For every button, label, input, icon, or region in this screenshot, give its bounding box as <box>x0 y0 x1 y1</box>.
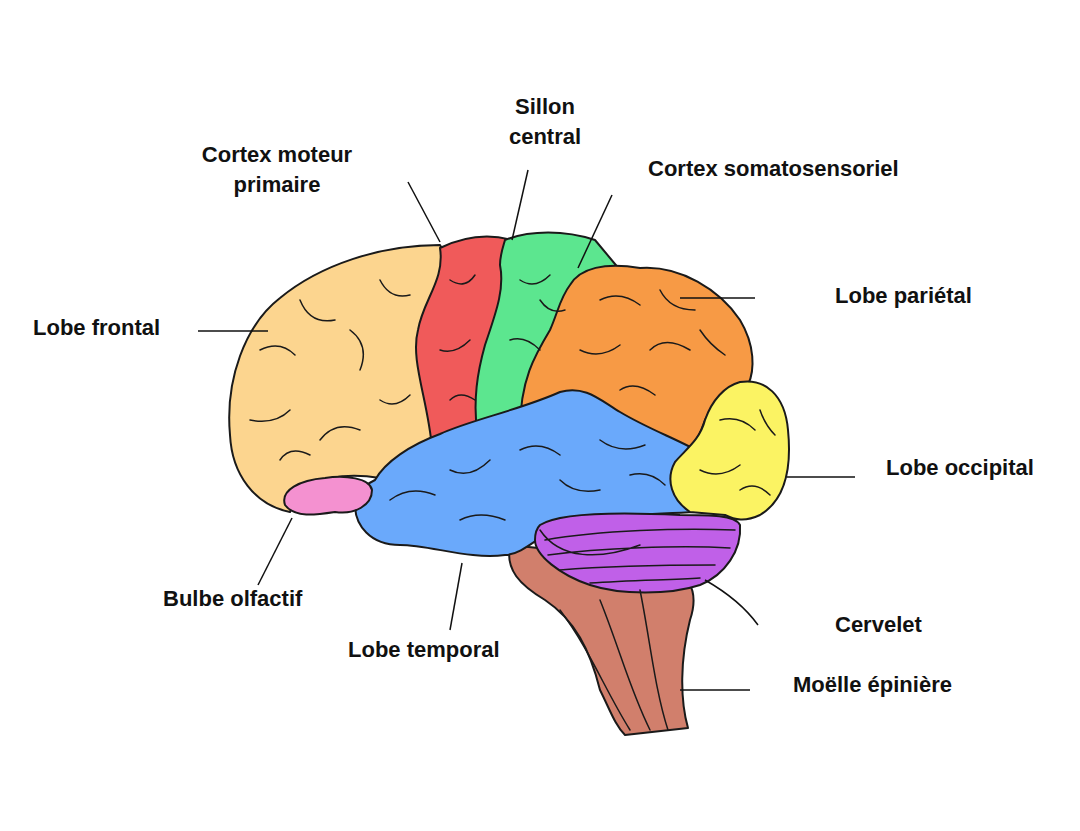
cerebellum-folia <box>540 529 735 583</box>
part-label: Cervelet <box>835 610 922 640</box>
part-label: Lobe temporal <box>348 635 500 665</box>
part-label: Lobe frontal <box>33 313 160 343</box>
olfactory-bulb <box>284 477 372 515</box>
leader-line <box>787 476 855 478</box>
leader-line <box>512 170 528 240</box>
gyrus-line <box>700 410 775 495</box>
leader-line <box>705 580 758 625</box>
leader-line <box>680 689 750 691</box>
part-label: Cortex moteur primaire <box>182 140 372 199</box>
part-label: Cortex somatosensoriel <box>648 154 899 184</box>
gyrus-line <box>250 280 410 460</box>
leader-line <box>258 518 292 585</box>
gyrus-line <box>390 440 665 520</box>
leader-line <box>450 563 462 630</box>
brain-regions <box>229 233 789 736</box>
leader-line <box>408 182 440 242</box>
occipital-lobe <box>670 381 789 519</box>
gyrus-line <box>510 275 565 350</box>
brainstem-lines <box>560 590 668 730</box>
part-label: Lobe occipital <box>886 453 1034 483</box>
leader-lines <box>198 170 855 690</box>
part-label: Moëlle épinière <box>793 670 952 700</box>
part-label: Lobe pariétal <box>835 281 972 311</box>
gyri-lines <box>250 275 775 730</box>
cerebellum <box>535 513 740 592</box>
leader-line <box>680 297 755 299</box>
part-label: Sillon central <box>490 92 600 151</box>
part-label: Bulbe olfactif <box>163 584 302 614</box>
gyrus-line <box>580 290 725 395</box>
leader-line <box>578 195 612 268</box>
gyrus-line <box>440 275 475 400</box>
leader-line <box>198 330 268 332</box>
